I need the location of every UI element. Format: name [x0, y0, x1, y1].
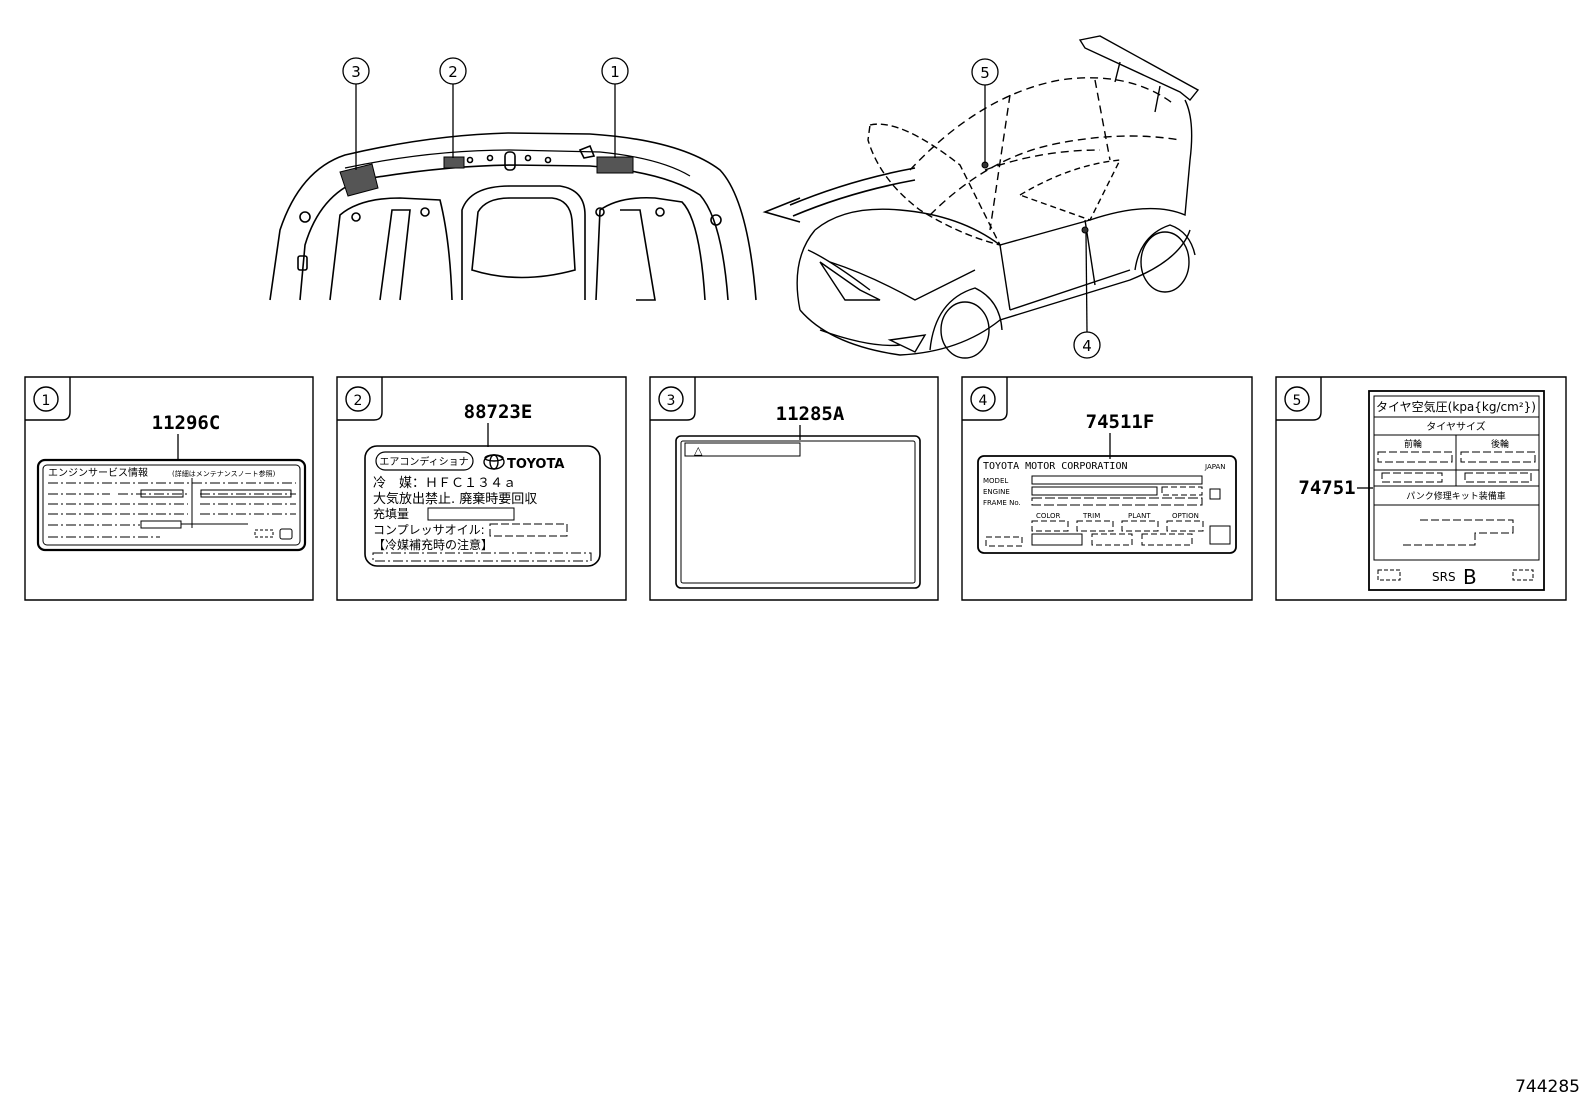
- panel-4: 74511F TOYOTA MOTOR CORPORATION JAPAN MO…: [977, 411, 1237, 554]
- car-label-spots: [981, 161, 1089, 234]
- callout-2: 2: [448, 63, 458, 81]
- label-11285A: [675, 435, 921, 589]
- car-illustration: [796, 35, 1200, 359]
- panel-4-number: 4: [979, 393, 988, 409]
- label-74511F-country: JAPAN: [1204, 463, 1226, 471]
- warning-triangle-icon: △: [694, 444, 703, 457]
- label-74751-srs: SRS: [1432, 570, 1456, 584]
- label-74511F-frame: FRAME No.: [983, 499, 1021, 507]
- label-74511F-maker: TOYOTA MOTOR CORPORATION: [983, 461, 1128, 472]
- panel-2-number: 2: [354, 393, 363, 409]
- callout-3: 3: [351, 63, 361, 81]
- label-88723E-brand: TOYOTA: [507, 457, 564, 472]
- label-74751-tiresize: タイヤサイズ: [1426, 420, 1485, 433]
- panel-1: 11296C エンジンサービス情報 (詳細はメンテナンスノート参照): [36, 412, 307, 552]
- callout-4: 4: [1082, 337, 1092, 355]
- panel-3: 11285A △: [675, 403, 921, 589]
- part-number-88723E: 88723E: [464, 401, 533, 423]
- label-74511F-model: MODEL: [983, 477, 1008, 485]
- figure-code: 744285: [1515, 1077, 1580, 1097]
- label-88723E-line3: 充填量: [373, 506, 409, 521]
- part-number-11285A: 11285A: [776, 403, 845, 425]
- panel-frames: [24, 376, 1567, 601]
- part-number-74751: 74751: [1298, 477, 1355, 499]
- hood-illustration: [269, 132, 757, 301]
- part-number-11296C: 11296C: [152, 412, 221, 434]
- label-11296C-subtitle: (詳細はメンテナンスノート参照): [172, 469, 276, 478]
- label-74751-b: B: [1463, 565, 1477, 589]
- label-88723E-line1: 冷 媒：ＨＦＣ１３４ａ: [373, 476, 516, 491]
- label-74751-rear: 後輪: [1491, 438, 1509, 450]
- label-74751-front: 前輪: [1404, 438, 1422, 450]
- label-74511F-engine: ENGINE: [983, 488, 1010, 496]
- panel-5: 74751 タイヤ空気圧(kpa{kg/cm²}) タイヤサイズ 前輪 後輪 パ…: [1298, 390, 1545, 591]
- label-74511F-color: COLOR: [1036, 512, 1061, 520]
- panel-1-number: 1: [42, 393, 51, 409]
- hood-label-patches: [339, 156, 634, 197]
- part-number-74511F: 74511F: [1086, 411, 1155, 433]
- label-74511F-trim: TRIM: [1082, 512, 1100, 520]
- label-74751-kit: パンク修理キット装備車: [1406, 490, 1505, 502]
- label-88723E-badge: エアコンディショナ: [379, 455, 468, 468]
- label-74751-title: タイヤ空気圧(kpa{kg/cm²}): [1376, 399, 1536, 414]
- callout-1: 1: [610, 63, 620, 81]
- label-88723E-line4: コンプレッサオイル:: [373, 523, 485, 537]
- label-11296C: [36, 458, 307, 552]
- callout-5: 5: [980, 64, 990, 82]
- car-callouts: [971, 58, 1101, 359]
- label-74511F: [977, 455, 1237, 554]
- hood-callouts: [342, 57, 629, 170]
- label-74511F-plant: PLANT: [1128, 512, 1151, 520]
- label-88723E-line5: 【冷媒補充時の注意】: [373, 537, 493, 552]
- label-74751: [1368, 390, 1545, 591]
- label-11296C-title: エンジンサービス情報: [48, 466, 148, 479]
- panel-3-number: 3: [667, 393, 676, 409]
- arrow-to-hood: [762, 167, 916, 223]
- panel-5-number: 5: [1293, 393, 1302, 409]
- toyota-logo-icon: [483, 454, 505, 470]
- label-88723E-line2: 大気放出禁止. 廃棄時要回収: [373, 491, 537, 507]
- label-88723E: [364, 445, 601, 567]
- panel-2: 88723E エアコンディショナ TOYOTA 冷 媒：ＨＦＣ１３４ａ 大気放出…: [364, 401, 601, 567]
- label-74511F-option: OPTION: [1172, 512, 1199, 520]
